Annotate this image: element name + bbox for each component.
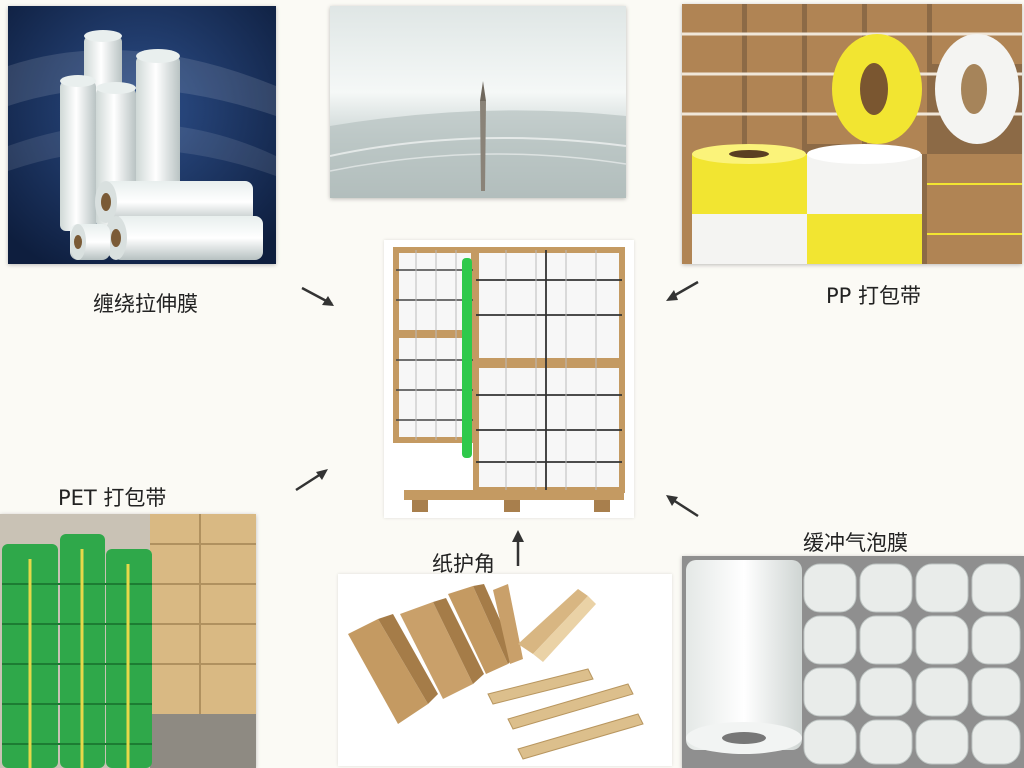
stretch-film-label: 缠绕拉伸膜 <box>93 292 198 316</box>
pp-strap-label: PP 打包带 <box>826 284 922 308</box>
pp-strap-photo <box>682 4 1022 264</box>
paper-corner-image <box>338 574 672 766</box>
arrow-icon <box>301 286 334 306</box>
stretch-film-photo <box>8 6 276 264</box>
paper-corner-photo <box>338 574 672 766</box>
pet-strap-photo <box>0 514 256 768</box>
pet-strap-image <box>0 514 256 768</box>
film-puncture-photo <box>330 6 626 198</box>
bubble-film-photo <box>682 556 1024 768</box>
bubble-film-image <box>682 556 1024 768</box>
paper-corner-label: 纸护角 <box>432 552 495 576</box>
arrow-icon <box>295 469 328 492</box>
pet-strap-label: PET 打包带 <box>58 486 167 510</box>
stretch-film-image <box>8 6 276 264</box>
film-puncture-image <box>330 6 626 198</box>
pallet-image <box>384 240 634 518</box>
arrow-icon <box>666 280 699 301</box>
pp-strap-image <box>682 4 1022 264</box>
arrow-icon <box>512 530 524 566</box>
pallet-diagram <box>384 240 634 518</box>
bubble-film-label: 缓冲气泡膜 <box>803 531 908 555</box>
arrow-icon <box>666 495 699 518</box>
